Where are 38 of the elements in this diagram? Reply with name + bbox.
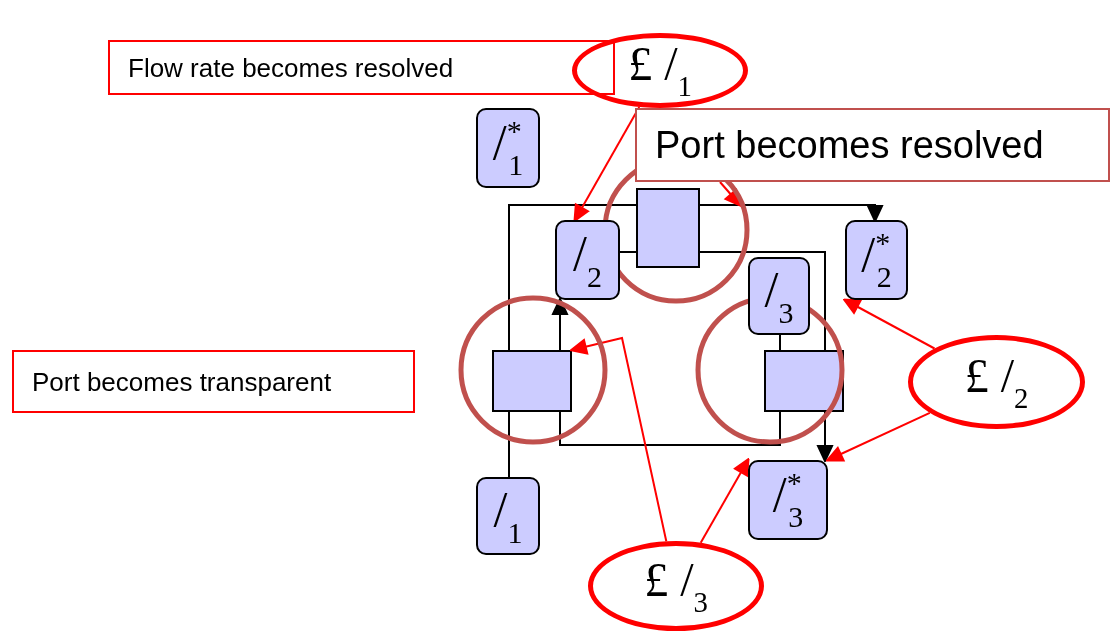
leader-arrow — [573, 105, 641, 222]
flow-arrow — [699, 204, 883, 222]
annotation-ellipse — [588, 541, 764, 631]
leader-arrow — [843, 298, 936, 350]
port-box — [764, 350, 844, 412]
flow-arrow — [552, 298, 568, 351]
annotation-ellipse — [908, 335, 1085, 429]
variable-tile — [476, 108, 540, 188]
leader-arrow — [699, 458, 750, 544]
flow-arrow — [817, 411, 833, 462]
callout-text: Port becomes resolved — [655, 126, 1044, 164]
math-label: £ /$_{1}$ — [628, 40, 692, 101]
flow-line — [619, 251, 637, 253]
variable-tile — [748, 257, 810, 335]
callout-box — [12, 350, 415, 413]
leader-arrow — [570, 336, 668, 543]
math-label: £ /$_{2}$ — [964, 351, 1029, 413]
math-label: /$_{1}$ — [493, 484, 523, 548]
math-label: /$_{3}$ — [764, 264, 794, 328]
variable-tile — [555, 220, 620, 300]
port-box — [492, 350, 572, 412]
flow-line — [508, 411, 510, 478]
flow-line — [779, 334, 781, 351]
variable-tile — [845, 220, 908, 300]
variable-tile — [748, 460, 828, 540]
flow-line — [699, 251, 826, 351]
leader-arrow — [826, 411, 931, 462]
callout-box — [635, 108, 1110, 182]
leader-arrow — [719, 181, 742, 207]
callout-box — [108, 40, 615, 95]
callout-text: Port becomes transparent — [32, 368, 332, 395]
callout-text: Flow rate becomes resolved — [128, 54, 454, 81]
flow-line — [559, 411, 781, 446]
math-label: £ /$_{3}$ — [644, 555, 708, 617]
flow-line — [508, 204, 637, 351]
port-box — [636, 188, 700, 268]
math-label: /$_{2}$ — [573, 228, 602, 292]
variable-tile — [476, 477, 540, 555]
